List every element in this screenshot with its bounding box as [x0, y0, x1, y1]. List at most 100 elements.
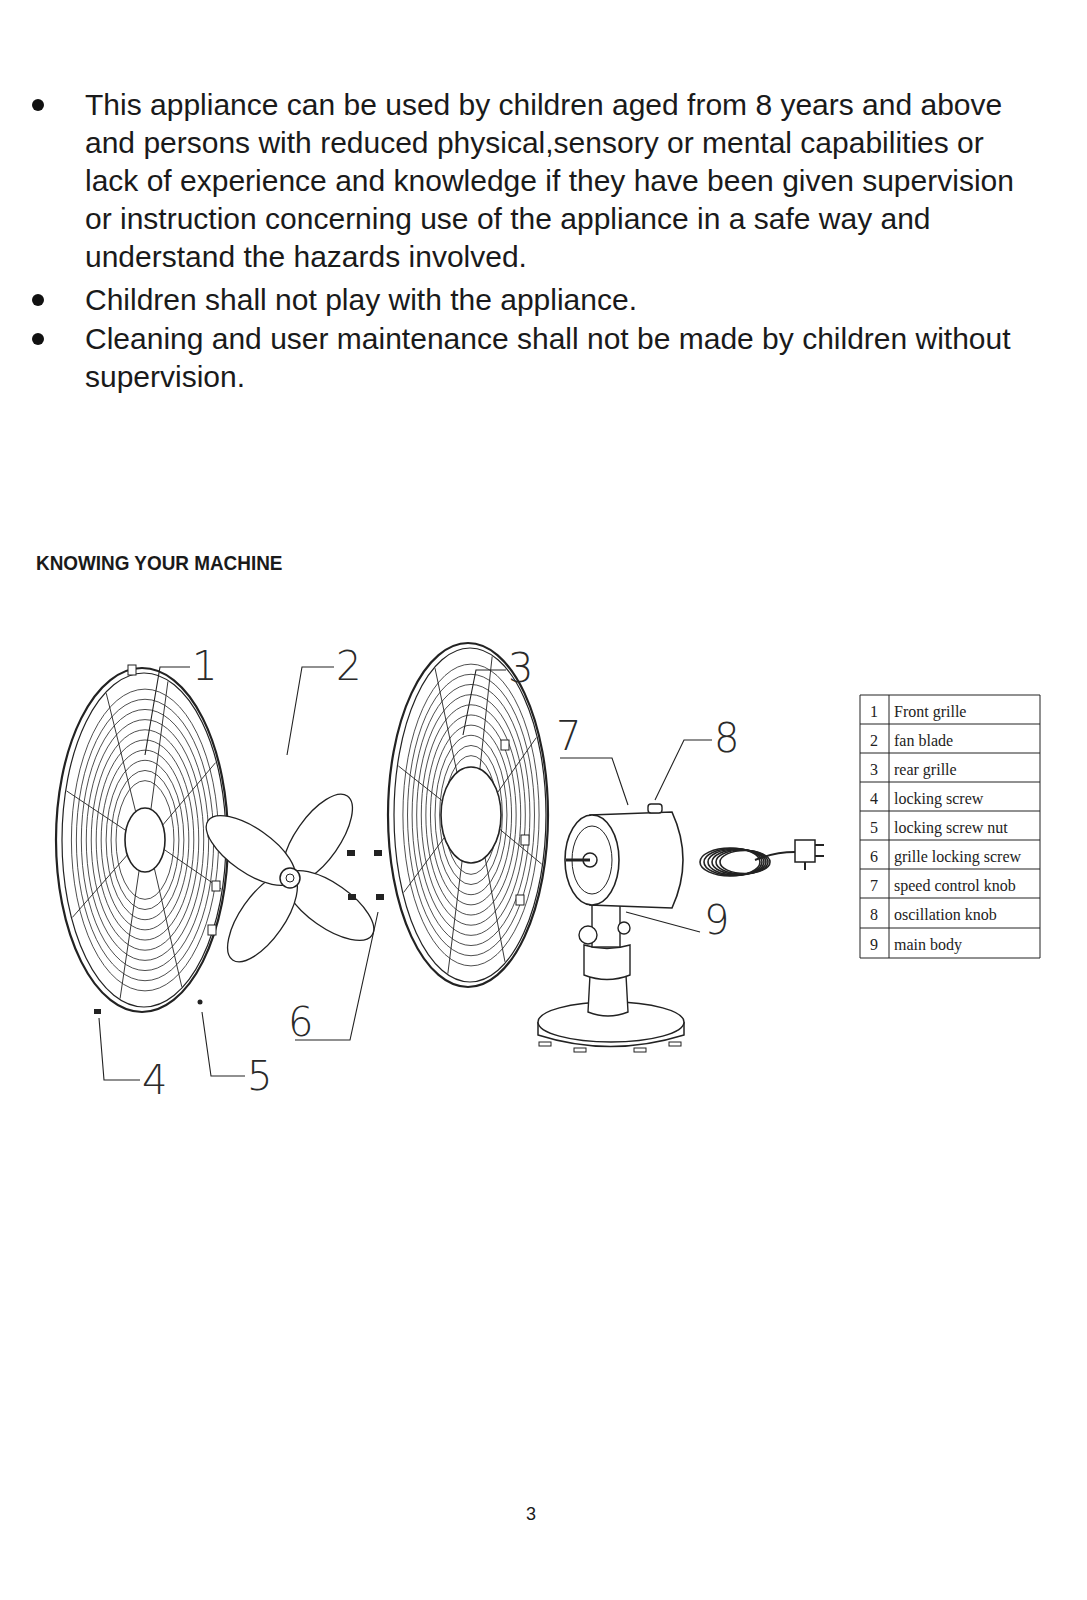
grille-ring	[435, 735, 507, 894]
table-cell-number: 4	[870, 790, 878, 808]
table-cell-number: 1	[870, 703, 878, 721]
table-cell-number: 8	[870, 906, 878, 924]
plug	[795, 840, 815, 862]
grille-ring	[430, 725, 511, 905]
section-title: KNOWING YOUR MACHINE	[36, 551, 282, 575]
table-rule	[860, 695, 861, 958]
grille-spoke	[398, 766, 442, 801]
table-cell-part: grille locking screw	[894, 848, 1021, 866]
grille-ring	[408, 674, 535, 955]
table-rule	[860, 695, 1040, 696]
grille-spoke	[154, 868, 181, 987]
grille-spoke	[106, 693, 135, 812]
tilt-knob	[579, 926, 597, 944]
screw	[348, 894, 356, 900]
grille-clip	[516, 895, 524, 905]
table-rule	[860, 724, 1040, 725]
foot	[539, 1042, 551, 1046]
locking-screw	[94, 1009, 101, 1014]
grille-ring	[426, 715, 516, 915]
grille-clip	[212, 881, 220, 891]
safety-note: Children shall not play with the applian…	[85, 281, 1040, 319]
grille-spoke	[500, 829, 542, 864]
plug-pins	[805, 845, 824, 870]
cord-loop	[720, 851, 770, 874]
grille-spoke	[480, 656, 492, 769]
leader-line	[463, 670, 506, 735]
grille-clip	[128, 665, 136, 675]
motor-front	[565, 815, 619, 905]
foot	[669, 1042, 681, 1046]
grille-spoke	[404, 837, 445, 892]
grille-spoke	[448, 861, 462, 974]
blade-hub	[280, 868, 300, 888]
leader-line	[287, 667, 334, 755]
bullet-dots	[32, 99, 44, 345]
grille-clip	[521, 835, 529, 845]
grille-ring	[111, 770, 179, 909]
locking-screw-nut	[198, 1000, 203, 1005]
callout-number: 3	[508, 646, 533, 690]
safety-note: Cleaning and user maintenance shall not …	[85, 320, 1040, 396]
grille-ring	[71, 689, 218, 991]
grille-ring	[403, 664, 539, 966]
table-cell-part: speed control knob	[894, 877, 1016, 895]
leader-line	[626, 912, 700, 932]
callout-number: 1	[192, 644, 217, 688]
power-cord	[700, 840, 824, 876]
parts-table	[860, 695, 1040, 958]
grille-spoke	[435, 668, 457, 772]
table-cell-part: rear grille	[894, 761, 957, 779]
callout-number: 8	[714, 716, 739, 760]
grille-rim	[394, 648, 546, 982]
grille-ring	[116, 781, 174, 900]
tilt-joint	[592, 905, 620, 947]
grille-spoke	[151, 681, 168, 809]
callout-number: 2	[336, 644, 361, 688]
table-rule	[860, 928, 1040, 929]
grille-hub	[125, 808, 165, 872]
table-rule	[860, 840, 1040, 841]
table-cell-number: 9	[870, 936, 878, 954]
table-rule	[860, 753, 1040, 754]
grille-ring	[76, 699, 213, 980]
table-cell-part: locking screw	[894, 790, 983, 808]
grille-spoke	[498, 738, 537, 793]
blade	[195, 803, 305, 899]
table-cell-number: 2	[870, 732, 878, 750]
oscillation-knob	[648, 804, 662, 813]
table-rule	[860, 898, 1040, 899]
grille-locking-screws	[347, 850, 384, 900]
leader-line	[202, 1012, 245, 1076]
screw	[376, 894, 384, 900]
grille-hub	[441, 767, 501, 863]
grille-ring	[106, 760, 184, 919]
grille-rim	[62, 673, 226, 1007]
screw	[374, 850, 382, 856]
grille-spoke	[163, 763, 216, 826]
grille-ring	[86, 720, 203, 961]
table-rule	[860, 869, 1040, 870]
table-cell-part: oscillation knob	[894, 906, 997, 924]
grille-ring	[96, 740, 194, 940]
grille-clip	[208, 925, 216, 935]
grille-ring	[91, 730, 199, 950]
table-cell-part: fan blade	[894, 732, 953, 750]
leader-line	[655, 740, 712, 800]
callout-number: 6	[288, 1000, 313, 1044]
grille-spoke	[485, 857, 505, 961]
leader-lines	[99, 667, 712, 1080]
table-cell-number: 3	[870, 761, 878, 779]
table-rule	[889, 695, 890, 958]
grille-spoke	[67, 791, 126, 831]
grille-ring	[81, 709, 208, 970]
grille-clip	[501, 740, 509, 750]
callout-number: 9	[704, 898, 729, 942]
cord	[755, 852, 795, 860]
grille-ring	[417, 695, 526, 936]
front-grille	[56, 665, 228, 1012]
fan-blade	[195, 783, 384, 972]
grille-ring	[412, 684, 530, 945]
shaft	[566, 859, 590, 862]
table-cell-part: main body	[894, 936, 962, 954]
